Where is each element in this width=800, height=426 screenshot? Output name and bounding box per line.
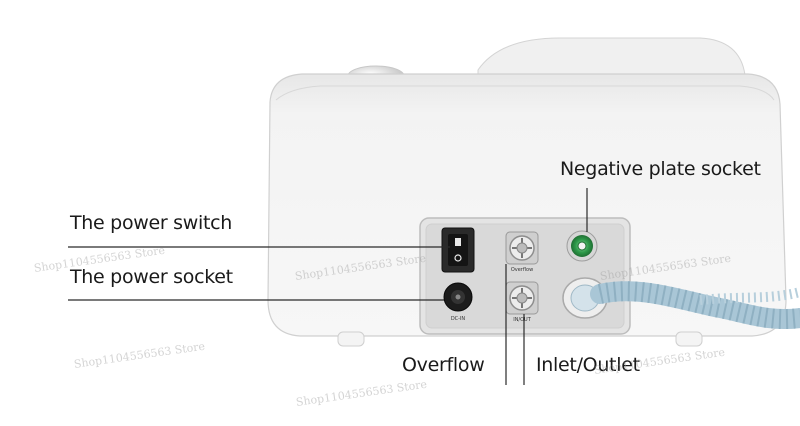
overflow-port-icon[interactable] xyxy=(505,231,539,265)
power-switch-label: The power switch xyxy=(70,212,232,234)
overflow-port-text: Overflow xyxy=(511,267,533,273)
inlet-outlet-label: Inlet/Outlet xyxy=(536,354,640,376)
foot-right xyxy=(675,331,703,347)
device-body xyxy=(267,73,787,337)
power-switch-icon[interactable] xyxy=(441,227,475,273)
power-socket-label: The power socket xyxy=(70,266,233,288)
power-socket-icon[interactable] xyxy=(443,282,473,312)
inlet-outlet-port-icon[interactable] xyxy=(505,281,539,315)
leader-lines xyxy=(68,188,588,385)
negative-plate-socket-icon[interactable] xyxy=(566,230,598,262)
negative-plate-socket-label: Negative plate socket xyxy=(560,158,761,180)
foot-left xyxy=(337,331,365,347)
dc-in-text: DC-IN xyxy=(451,316,466,322)
inlet-port-text: IN/OUT xyxy=(513,317,531,323)
hose-icon xyxy=(562,277,800,330)
top-dome xyxy=(477,37,746,81)
overflow-label: Overflow xyxy=(402,354,485,376)
